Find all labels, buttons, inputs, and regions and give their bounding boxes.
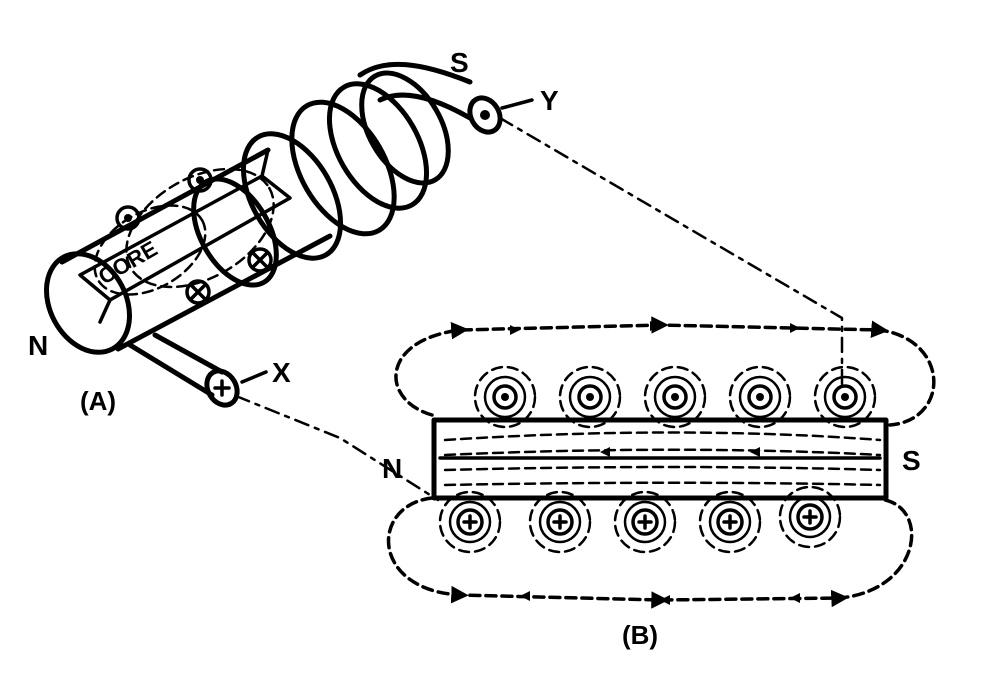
lead-x-wire (127, 332, 240, 408)
view-a-caption: (A) (80, 386, 116, 416)
current-in-cross-icon (213, 379, 231, 397)
lead-x-label: X (272, 357, 291, 388)
outer-field-loop-top (394, 316, 936, 427)
view-a-north-label: N (28, 330, 48, 361)
coil-turns (191, 70, 451, 288)
lead-x-pointer (240, 370, 268, 384)
view-b-caption: (B) (622, 620, 658, 650)
field-direction-arrows (510, 321, 800, 605)
internal-field-lines (443, 431, 882, 487)
core-bar (431, 417, 889, 501)
lead-y-pointer (500, 98, 534, 110)
outer-field-loop-bottom (386, 496, 914, 609)
view-b-south-label: S (902, 445, 921, 476)
top-conductor-row (473, 365, 877, 429)
view-b-north-label: N (382, 453, 402, 484)
current-out-dot-icon (480, 110, 490, 120)
lead-y-label: Y (540, 85, 559, 116)
cross-icon (189, 283, 207, 301)
view-a-solenoid: CORE N S X Y (A) (28, 47, 559, 416)
turn-current-markers (115, 167, 273, 305)
dot-icon (196, 176, 204, 184)
cross-icon (251, 251, 269, 269)
core-cylinder (44, 147, 333, 355)
bottom-conductor-row (438, 485, 842, 554)
view-b-cross-section: N S (B) (382, 316, 936, 650)
dot-icon (124, 214, 132, 222)
view-a-south-label: S (450, 47, 469, 78)
lead-y-wire (357, 61, 503, 135)
